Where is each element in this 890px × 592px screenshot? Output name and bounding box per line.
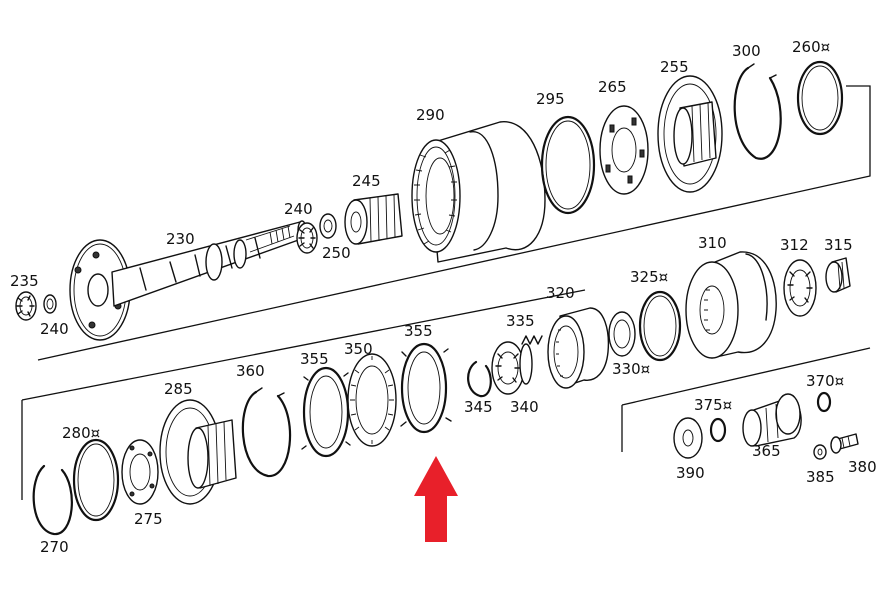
part-345-snap-ring <box>467 360 492 398</box>
label-260: 260¤ <box>792 38 830 56</box>
label-355-lower: 355 <box>300 350 329 368</box>
part-390-plate <box>673 417 703 459</box>
label-255: 255 <box>660 58 689 76</box>
part-312-bearing <box>783 259 817 317</box>
label-330: 330¤ <box>612 360 650 378</box>
label-385: 385 <box>806 468 835 486</box>
label-280: 280¤ <box>62 424 100 442</box>
part-250-washer <box>319 213 337 239</box>
label-290: 290 <box>416 106 445 124</box>
part-320-piston <box>547 307 610 389</box>
part-255-carrier <box>657 75 723 193</box>
label-265: 265 <box>598 78 627 96</box>
frame-lines <box>21 85 871 500</box>
part-370-ring <box>816 391 832 413</box>
part-290-drum <box>411 121 546 263</box>
label-380: 380 <box>848 458 877 476</box>
part-380-bolt <box>830 433 859 454</box>
part-340-bearing <box>491 341 533 395</box>
part-265-plate <box>599 105 649 195</box>
part-365-valve <box>742 393 802 447</box>
part-350-friction-disc <box>347 353 397 447</box>
label-310: 310 <box>698 234 727 252</box>
label-370: 370¤ <box>806 372 844 390</box>
label-275: 275 <box>134 510 163 528</box>
part-235-bearing <box>15 291 57 321</box>
part-300-snap-ring <box>733 63 782 160</box>
label-340: 340 <box>510 398 539 416</box>
label-312: 312 <box>780 236 809 254</box>
part-260-ring <box>796 60 844 136</box>
part-240-bearing <box>296 222 318 254</box>
label-285: 285 <box>164 380 193 398</box>
label-235: 235 <box>10 272 39 290</box>
part-280-ring <box>72 438 120 522</box>
label-315: 315 <box>824 236 853 254</box>
label-350: 350 <box>344 340 373 358</box>
highlight-arrow-icon <box>414 456 458 542</box>
part-310-drum <box>685 251 777 359</box>
part-330-ring <box>608 311 636 357</box>
part-315-bushing <box>825 257 851 293</box>
part-labels: 235 240 230 240 250 245 290 295 265 255 … <box>10 38 877 556</box>
part-285-hub <box>159 399 237 505</box>
label-230: 230 <box>166 230 195 248</box>
part-355-steel-plate-upper <box>400 342 452 434</box>
label-345: 345 <box>464 398 493 416</box>
label-295: 295 <box>536 90 565 108</box>
label-390: 390 <box>676 464 705 482</box>
label-355-upper: 355 <box>404 322 433 340</box>
inset-frame-top <box>621 347 871 406</box>
part-385-washer <box>813 444 827 460</box>
label-320: 320 <box>546 284 575 302</box>
label-240-lower: 240 <box>40 320 69 338</box>
label-270: 270 <box>40 538 69 556</box>
label-360: 360 <box>236 362 265 380</box>
part-295-ring <box>540 115 596 215</box>
part-360-snap-ring <box>241 387 292 478</box>
part-375-ring <box>709 417 727 443</box>
label-240-upper: 240 <box>284 200 313 218</box>
label-335: 335 <box>506 312 535 330</box>
label-300: 300 <box>732 42 761 60</box>
part-355-steel-plate-lower <box>301 366 351 458</box>
lower-frame-line <box>21 289 586 401</box>
part-275-plate <box>121 439 159 505</box>
part-270-snap-ring <box>32 464 73 536</box>
label-375: 375¤ <box>694 396 732 414</box>
part-245-gear <box>344 193 403 245</box>
upper-frame-line <box>37 85 871 361</box>
part-325-ring <box>638 290 682 362</box>
label-245: 245 <box>352 172 381 190</box>
label-250: 250 <box>322 244 351 262</box>
label-365: 365 <box>752 442 781 460</box>
part-335-spring <box>521 335 543 345</box>
label-325: 325¤ <box>630 268 668 286</box>
